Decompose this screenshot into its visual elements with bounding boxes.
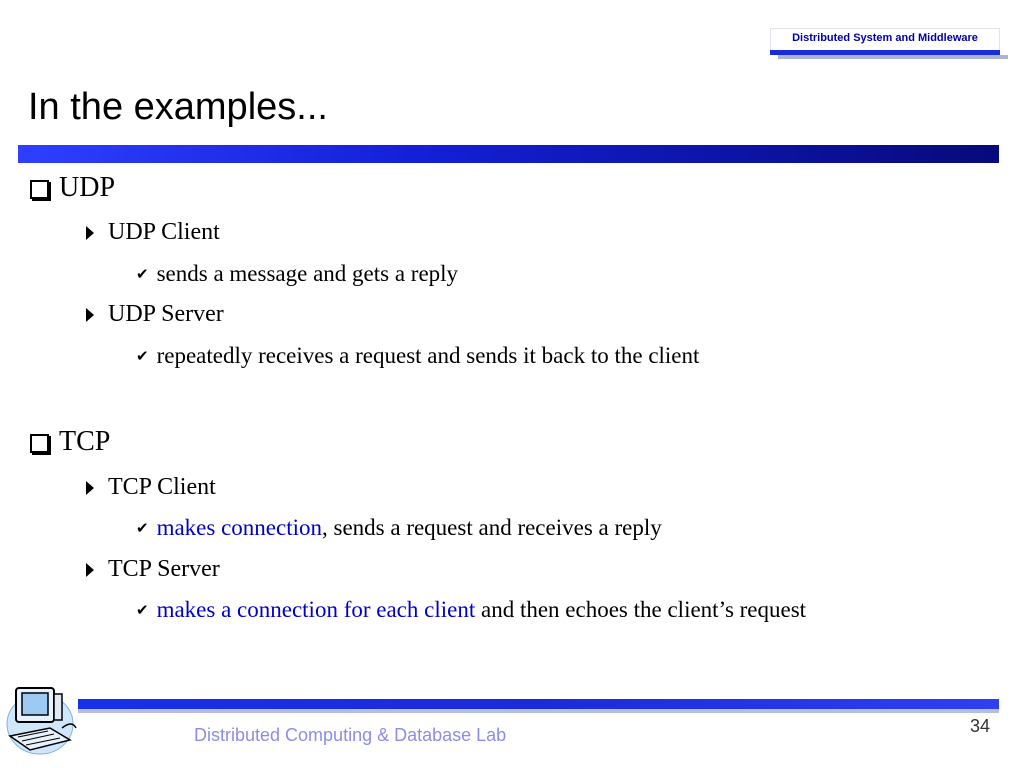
detail-text: repeatedly receives a request and sends … (156, 343, 700, 368)
header-badge-shadow (778, 55, 1008, 59)
checkmark-icon: ✔ (136, 347, 149, 365)
checkbox-square-icon (30, 179, 49, 199)
detail-udp-server: ✔ repeatedly receives a request and send… (136, 343, 699, 369)
bullet-label: TCP Server (108, 556, 220, 582)
triangle-right-icon (86, 307, 94, 322)
footer-divider-shadow (78, 709, 999, 713)
computer-logo-icon (6, 687, 77, 755)
bullet-udp-server: UDP Server (86, 301, 224, 328)
title-divider-bar (18, 145, 999, 163)
detail-text: , sends a request and receives a reply (322, 515, 662, 540)
bullet-label: UDP Server (108, 301, 224, 327)
triangle-right-icon (86, 480, 94, 495)
section-udp: UDP (30, 172, 115, 204)
slide-title: In the examples... (28, 86, 328, 128)
detail-highlight-text: makes a connection for each client (156, 597, 476, 622)
checkmark-icon: ✔ (136, 265, 149, 283)
header-badge: Distributed System and Middleware (770, 28, 1000, 52)
checkbox-square-icon (30, 433, 49, 453)
checkmark-icon: ✔ (136, 601, 149, 619)
bullet-udp-client: UDP Client (86, 219, 220, 246)
triangle-right-icon (86, 562, 94, 577)
bullet-label: UDP Client (108, 219, 220, 245)
header-badge-underline (770, 50, 1000, 55)
bullet-tcp-server: TCP Server (86, 556, 220, 583)
section-tcp: TCP (30, 426, 110, 458)
detail-text: sends a message and gets a reply (156, 261, 459, 286)
section-label: UDP (59, 172, 116, 203)
detail-tcp-server: ✔ makes a connection for each client and… (136, 597, 806, 623)
footer-lab-name: Distributed Computing & Database Lab (194, 725, 507, 745)
header-badge-text: Distributed System and Middleware (792, 32, 978, 44)
bullet-tcp-client: TCP Client (86, 474, 216, 501)
detail-text: and then echoes the client’s request (475, 597, 807, 622)
triangle-right-icon (86, 225, 94, 240)
detail-tcp-client: ✔ makes connection , sends a request and… (136, 515, 662, 541)
page-number: 34 (969, 716, 990, 736)
bullet-label: TCP Client (108, 474, 216, 500)
detail-udp-client: ✔ sends a message and gets a reply (136, 261, 458, 287)
detail-highlight-text: makes connection (156, 515, 322, 540)
footer-divider-bar (78, 699, 999, 709)
checkmark-icon: ✔ (136, 519, 149, 537)
section-label: TCP (59, 426, 111, 457)
